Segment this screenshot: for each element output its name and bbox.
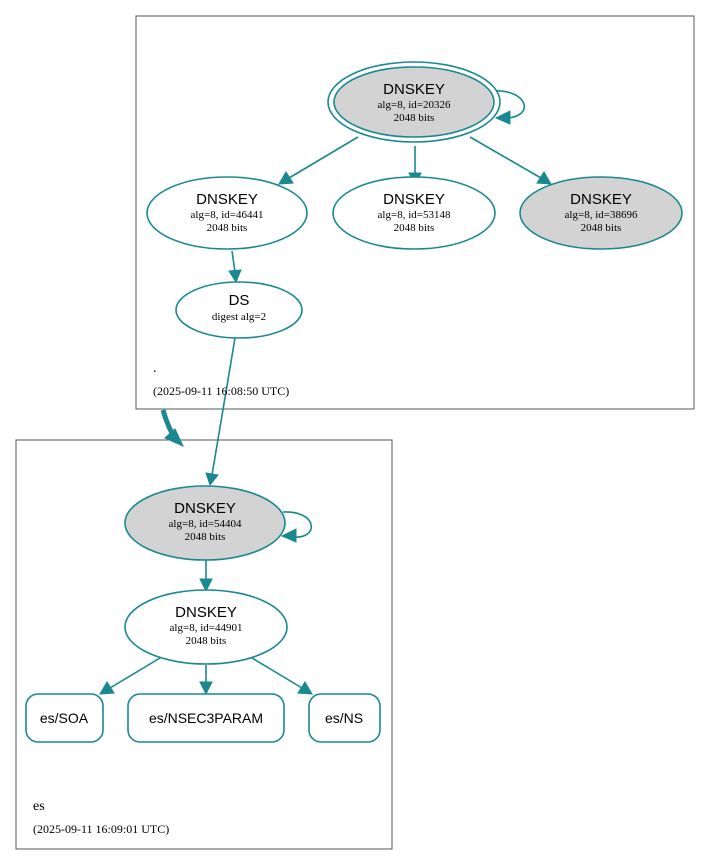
rrset-node-soa: es/SOA	[25, 693, 104, 743]
rrset-label: es/NS	[325, 710, 363, 726]
node-key-size: 2048 bits	[394, 112, 435, 124]
node-title: DS	[229, 292, 250, 309]
dnskey-node-54404: DNSKEY alg=8, id=54404 2048 bits	[124, 485, 286, 561]
node-key-info: alg=8, id=20326	[378, 99, 451, 111]
node-key-info: alg=8, id=38696	[565, 209, 638, 221]
rrset-node-nsec3param: es/NSEC3PARAM	[127, 693, 285, 743]
dnskey-node-38696: DNSKEY alg=8, id=38696 2048 bits	[519, 176, 683, 250]
dnskey-node-53148: DNSKEY alg=8, id=53148 2048 bits	[332, 176, 496, 250]
node-title: DNSKEY	[196, 191, 258, 208]
node-title: DNSKEY	[174, 500, 236, 517]
node-key-info: alg=8, id=46441	[191, 209, 264, 221]
node-title: DNSKEY	[383, 191, 445, 208]
rrset-label: es/SOA	[40, 710, 89, 726]
root-ksk-self-arrow	[494, 110, 511, 125]
node-key-size: 2048 bits	[394, 222, 435, 234]
root-zone-name: .	[153, 361, 157, 376]
node-title: DNSKEY	[570, 191, 632, 208]
dnskey-node-20326: DNSKEY alg=8, id=20326 2048 bits	[327, 61, 501, 143]
root-ksk-self-edge	[489, 90, 526, 119]
ds-node: DS digest alg=2	[175, 281, 303, 339]
es-zone-name: es	[33, 799, 45, 814]
node-key-size: 2048 bits	[581, 222, 622, 234]
edge-ksk-46441	[288, 136, 359, 179]
edge-zsk-soa	[109, 657, 161, 689]
es-ksk-self-arrow	[280, 528, 297, 543]
node-key-size: 2048 bits	[186, 635, 227, 647]
edge-ksk-38696	[469, 136, 542, 179]
node-title: DNSKEY	[175, 604, 237, 621]
es-ksk-self-edge	[282, 511, 312, 538]
edges	[99, 90, 552, 696]
edge-46441-ds	[231, 250, 236, 273]
node-digest-info: digest alg=2	[212, 311, 266, 323]
root-zone-timestamp: (2025-09-11 16:08:50 UTC)	[153, 384, 289, 398]
rrset-label: es/NSEC3PARAM	[149, 710, 263, 726]
node-key-info: alg=8, id=44901	[170, 622, 243, 634]
node-key-info: alg=8, id=54404	[169, 518, 242, 530]
edge-ds-es-ksk	[211, 337, 236, 476]
node-title: DNSKEY	[383, 81, 445, 98]
delegation-edge	[160, 409, 185, 448]
edge-zsk-ns	[251, 657, 303, 689]
node-key-size: 2048 bits	[185, 531, 226, 543]
rrset-node-ns: es/NS	[308, 693, 381, 743]
node-key-info: alg=8, id=53148	[378, 209, 451, 221]
es-zone-timestamp: (2025-09-11 16:09:01 UTC)	[33, 822, 169, 836]
dnskey-node-44901: DNSKEY alg=8, id=44901 2048 bits	[124, 589, 288, 665]
dnskey-node-46441: DNSKEY alg=8, id=46441 2048 bits	[146, 176, 308, 250]
node-key-size: 2048 bits	[207, 222, 248, 234]
